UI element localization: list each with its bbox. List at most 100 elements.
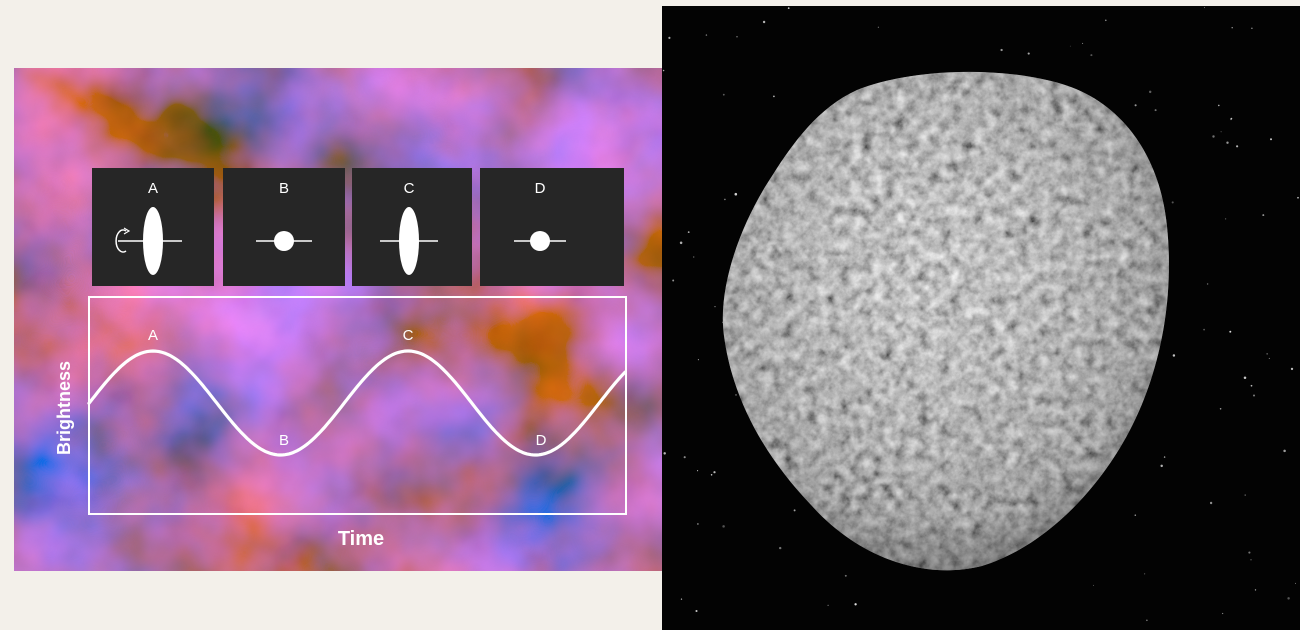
star [722,93,725,96]
star [710,474,713,476]
star [722,525,725,528]
asteroid-photo [662,6,1300,630]
star [1212,135,1215,138]
star [1220,131,1222,133]
star [1250,559,1252,561]
star [662,69,665,72]
star [1144,573,1146,575]
star [705,34,708,36]
curve-label-a: A [148,327,158,344]
panel-label-b: B [279,180,289,197]
x-axis-label: Time [338,528,384,550]
star [1154,109,1157,112]
orientation-panel-a: A [92,168,214,286]
star [693,256,695,258]
panel-label-c: C [404,180,415,197]
star [1236,145,1239,148]
star [734,192,738,196]
star [773,95,775,98]
star [1203,328,1205,331]
star [736,36,738,38]
star [1203,7,1206,9]
star [668,36,671,39]
star [1254,589,1257,591]
orientation-panel-d: D [480,168,624,286]
star [1266,353,1268,355]
panel-label-a: A [148,180,158,197]
star [1287,597,1290,600]
star [697,470,699,472]
star [663,452,666,455]
y-axis-label: Brightness [54,361,74,455]
light-curve-diagram: A B C D A B C [14,68,710,571]
star [1163,456,1166,458]
star [1229,330,1232,333]
star [1268,357,1270,359]
star [1027,52,1030,55]
elongated-asteroid-shape [399,207,419,275]
light-curve-svg: A B C D A B C [14,68,710,571]
star [680,598,683,600]
elongated-asteroid-shape [143,207,163,275]
star [714,305,716,308]
star [1224,218,1227,220]
orientation-panel-b: B [223,168,345,286]
curve-label-b: B [279,432,289,449]
star [1148,90,1152,94]
star [854,603,857,606]
orientation-panel-c: C [352,168,472,286]
star [1243,376,1247,380]
arrowhead-icon [123,227,131,235]
star [827,604,829,606]
asteroid-svg [662,6,1300,630]
star [1105,19,1107,22]
star [1146,619,1148,622]
star [697,523,699,525]
star [735,394,737,396]
star [844,574,847,577]
star [1209,501,1213,505]
nebula-texture [14,68,710,571]
star [713,471,716,474]
star [1226,141,1229,144]
curve-label-c: C [403,327,414,344]
star [1248,551,1251,554]
star [1295,582,1297,584]
star [1252,394,1256,397]
star [762,20,766,24]
star [793,509,796,512]
star [1092,584,1094,586]
star [1134,514,1137,516]
star [779,546,782,550]
star [687,231,690,233]
star [1244,494,1246,496]
star [1069,45,1071,47]
star [695,609,698,613]
round-asteroid-shape [530,231,550,251]
plot-frame [88,296,627,515]
star [1134,104,1137,107]
star [1250,384,1253,387]
panel-label-d: D [535,180,546,197]
star [787,7,790,9]
star [1219,408,1222,410]
star [1000,48,1003,52]
star [697,359,699,361]
star [1262,214,1265,217]
star [1160,464,1163,468]
star [724,198,726,201]
star [1270,138,1272,141]
star [1090,54,1093,57]
star [1172,354,1176,357]
star [1221,612,1224,615]
star [1283,449,1286,453]
spin-arrow-icon [115,229,127,253]
star [877,26,880,28]
star [1290,367,1294,371]
star [1082,42,1084,44]
curve-label-d: D [536,432,547,449]
star [672,279,675,282]
star [1297,196,1299,199]
star [1251,27,1253,29]
star [1230,117,1233,120]
